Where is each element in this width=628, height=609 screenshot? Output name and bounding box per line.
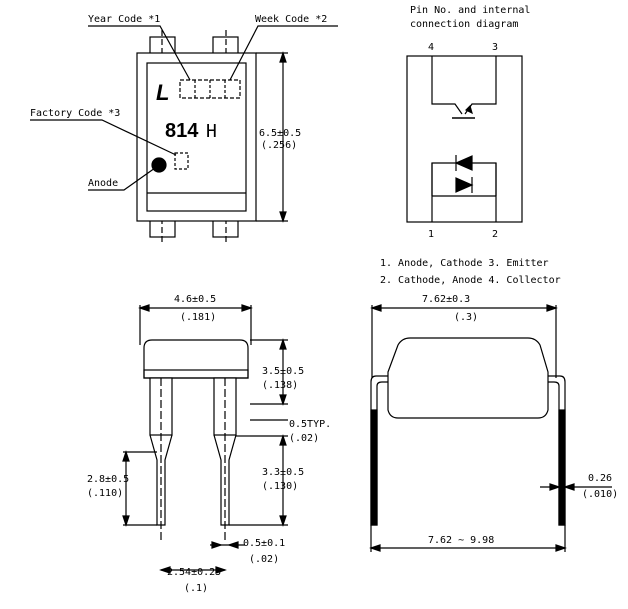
front-width-dim: 4.6±0.5 xyxy=(174,294,216,305)
height-dim-inch: (.256) xyxy=(261,140,297,151)
front-width-dim-inch: (.181) xyxy=(180,312,216,323)
pin-legend-2: 2. Cathode, Anode 4. Collector xyxy=(380,275,561,286)
side-body xyxy=(387,337,549,419)
factory-code-label: Factory Code *3 xyxy=(30,108,120,119)
front-body xyxy=(143,339,249,379)
pin-1-label: 1 xyxy=(428,229,434,240)
pitch-dim: 2.54±0.25 xyxy=(167,567,221,578)
part-suffix: H xyxy=(206,121,217,142)
height-dim-label: 6.5±0.5 xyxy=(259,128,301,139)
anode-label: Anode xyxy=(88,178,118,189)
left-height-dim-inch: (.110) xyxy=(87,488,123,499)
lead-thickness-dim: 0.5TYP. xyxy=(289,419,331,430)
lead-width-dim: 0.5±0.1 xyxy=(243,538,285,549)
side-view xyxy=(369,304,612,552)
lead-thickness-dim-inch: (.02) xyxy=(289,433,319,444)
body-height-dim: 3.5±0.5 xyxy=(262,366,304,377)
pin-diagram-title-2: connection diagram xyxy=(410,19,518,30)
lead-width-dim-inch: (.02) xyxy=(249,554,279,565)
lead-thick-dim: 0.26 xyxy=(588,473,612,484)
lead-length-dim-inch: (.130) xyxy=(262,481,298,492)
top-view xyxy=(30,25,338,244)
logo-mark: L xyxy=(156,80,169,105)
anode-dot xyxy=(151,157,167,173)
side-width-dim: 7.62±0.3 xyxy=(422,294,470,305)
led-triangle-upper xyxy=(454,155,473,171)
body-height-dim-inch: (.138) xyxy=(262,380,298,391)
front-view xyxy=(122,304,288,574)
year-code-label: Year Code *1 xyxy=(88,14,160,25)
pitch-dim-inch: (.1) xyxy=(184,583,208,594)
pin-diagram xyxy=(406,55,523,223)
side-width-dim-inch: (.3) xyxy=(454,312,478,323)
pin-3-label: 3 xyxy=(492,42,498,53)
week-code-label: Week Code *2 xyxy=(255,14,327,25)
pin-2-label: 2 xyxy=(492,229,498,240)
lead-span-dim: 7.62 ~ 9.98 xyxy=(428,535,494,546)
left-height-dim: 2.8±0.5 xyxy=(87,474,129,485)
part-number: 814 xyxy=(165,120,199,142)
pin-diagram-title-1: Pin No. and internal xyxy=(410,5,530,16)
lead-length-dim: 3.3±0.5 xyxy=(262,467,304,478)
lead-thick-dim-inch: (.010) xyxy=(582,489,618,500)
pin-4-label: 4 xyxy=(428,42,434,53)
pin-legend-1: 1. Anode, Cathode 3. Emitter xyxy=(380,258,549,269)
led-triangle-lower xyxy=(455,177,474,193)
pin-diagram-outline xyxy=(406,55,523,223)
